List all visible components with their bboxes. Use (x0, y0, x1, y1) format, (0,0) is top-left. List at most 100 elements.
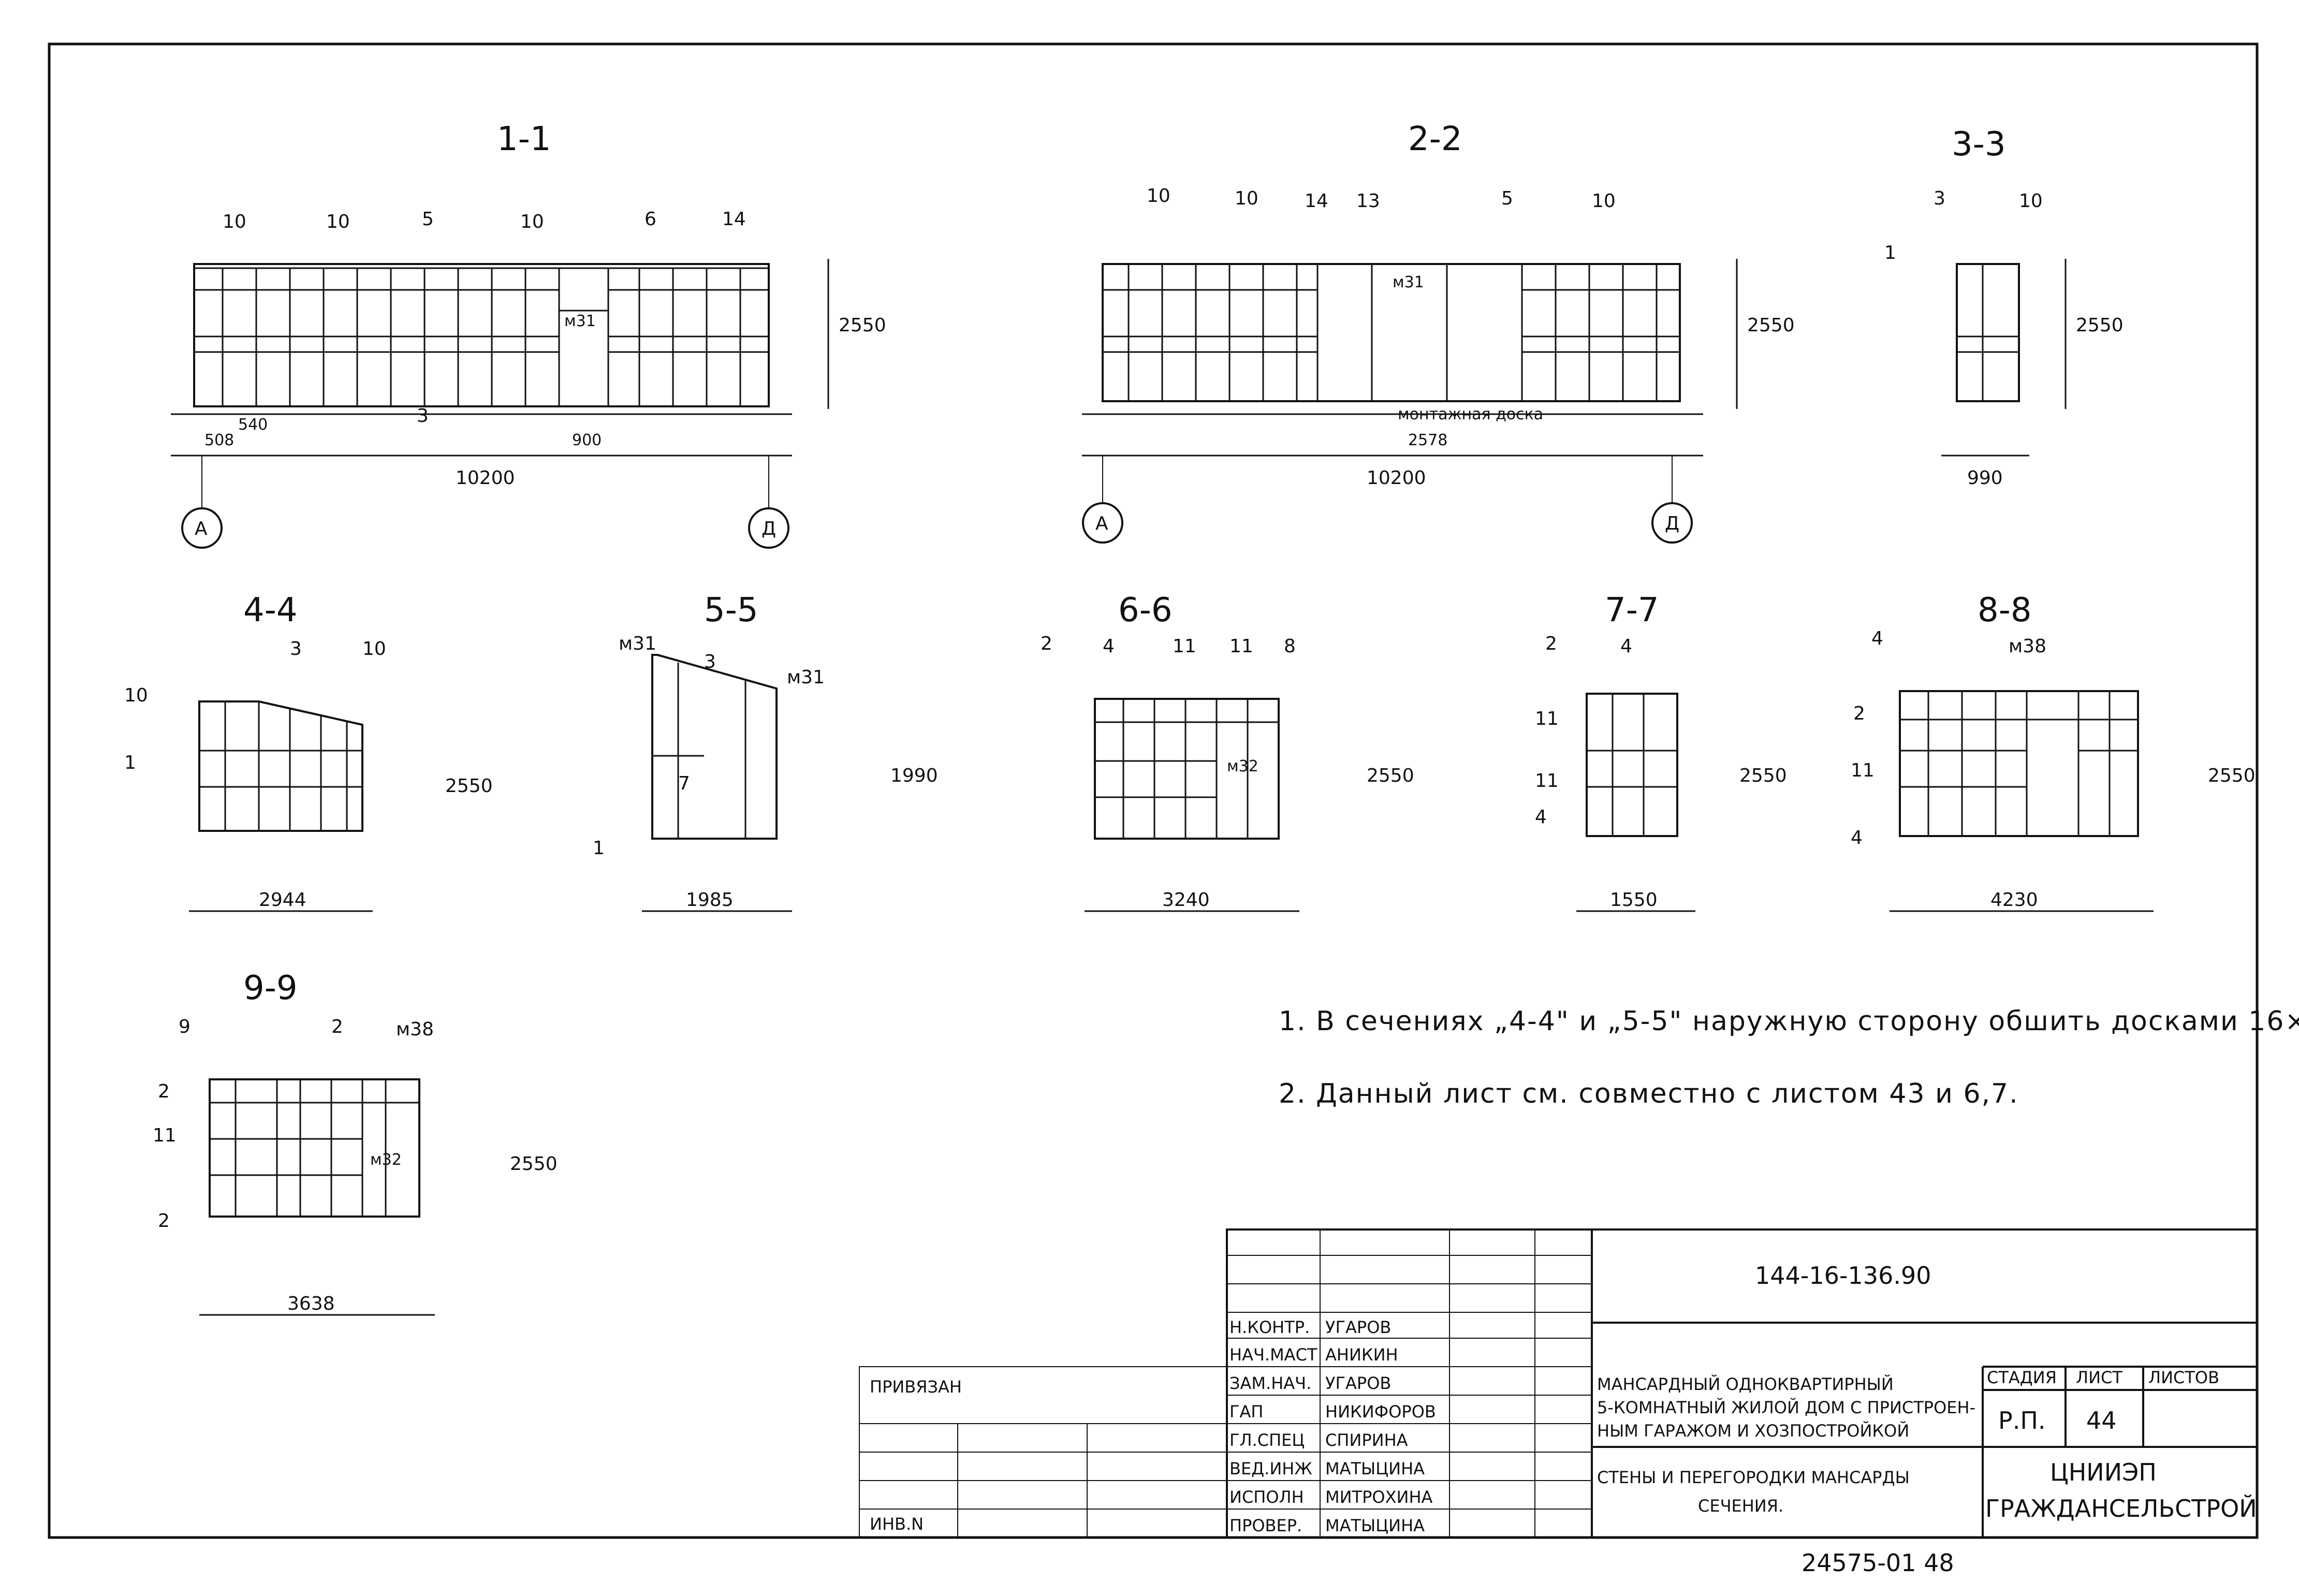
axis-label-a: А (195, 518, 208, 539)
dim: 2550 (445, 775, 493, 797)
note-1: 1. В сечениях „4-4" и „5-5" наружную сто… (1279, 1006, 2299, 1037)
mark: 3 (1934, 188, 1945, 209)
mark: 8 (1284, 636, 1296, 657)
dim: 2550 (1367, 765, 1414, 786)
mark: 4 (1535, 807, 1547, 828)
staff-role: ПРОВЕР. (1229, 1516, 1302, 1535)
mark: 2 (331, 1016, 343, 1037)
section-9-9: 9-9 3638 9 2 11 м38 2 2 м32 2550 (153, 969, 558, 1316)
mark: м31 (1393, 273, 1424, 291)
staff-name: МАТЫЦИНА (1325, 1516, 1425, 1535)
section-title: 1-1 (497, 120, 551, 158)
staff-role: НАЧ.МАСТ (1229, 1345, 1317, 1365)
sheet-value: 44 (2086, 1407, 2117, 1434)
mark: 10 (1592, 191, 1616, 212)
section-title: 9-9 (243, 969, 298, 1007)
note-2: 2. Данный лист см. совместно с листом 43… (1279, 1078, 2019, 1109)
mark: 2 (1041, 633, 1052, 654)
dim-total: 3240 (1162, 889, 1210, 911)
section-3-3: 3-3 990 3 10 1 2550 (1884, 125, 2124, 489)
staff-role: ВЕД.ИНЖ (1229, 1459, 1312, 1478)
mark: 3 (417, 405, 429, 427)
staff-name: МАТЫЦИНА (1325, 1459, 1425, 1478)
mark: м31 (619, 633, 656, 654)
section-8-8: 8-8 4230 4 м38 2 11 4 2550 (1851, 591, 2256, 912)
section-title: 4-4 (243, 591, 298, 629)
dim: 2550 (2208, 765, 2256, 786)
mark: м31 (787, 667, 825, 688)
mark: 6 (645, 209, 656, 230)
axis-label-d: Д (762, 518, 776, 539)
mark: 11 (1535, 708, 1559, 729)
mark: 14 (1305, 191, 1328, 212)
mark: 4 (1620, 636, 1632, 657)
staff-name: НИКИФОРОВ (1325, 1402, 1436, 1422)
sheet-title-line1: СТЕНЫ И ПЕРЕГОРОДКИ МАНСАРДЫ (1597, 1468, 1910, 1487)
mark: 2 (1545, 633, 1557, 654)
section-1-1: 1-1 10200 А Д 10 10 5 10 6 (171, 120, 886, 549)
project-name-line3: НЫМ ГАРАЖОМ И ХОЗПОСТРОЙКОЙ (1597, 1421, 1909, 1441)
mark: 13 (1356, 191, 1380, 212)
title-block (859, 1228, 2258, 1539)
sheet-title-line2: СЕЧЕНИЯ. (1698, 1496, 1783, 1516)
mark: 1 (593, 838, 605, 859)
staff-role: ЗАМ.НАЧ. (1229, 1373, 1311, 1393)
mark: 10 (1147, 185, 1170, 207)
mark: 5 (422, 209, 434, 230)
staff-name: УГАРОВ (1325, 1317, 1391, 1337)
mark: 10 (124, 685, 148, 706)
mark: 1 (124, 752, 136, 773)
dim: 540 (238, 416, 268, 434)
mark: м38 (396, 1019, 434, 1040)
title-block-text: 144-16-136.90 ПРИВЯЗАН ИНВ.N Н.КОНТР. УГ… (870, 1262, 2257, 1577)
dim: 2550 (2076, 315, 2124, 336)
dim: 2550 (1739, 765, 1787, 786)
dim-total: 1550 (1610, 889, 1658, 911)
section-4-4: 4-4 2944 3 10 10 1 2550 (124, 591, 493, 912)
dim: 900 (572, 431, 602, 449)
dim-total: 3638 (287, 1293, 335, 1314)
section-title: 3-3 (1952, 125, 2006, 164)
section-5-5: 5-5 1985 м31 3 м31 7 1 1990 (593, 591, 938, 912)
staff-role: ГАП (1229, 1402, 1263, 1422)
mark: 10 (1235, 188, 1258, 209)
section-6-6: 6-6 3240 2 4 11 11 8 м32 2550 (1041, 591, 1414, 912)
staff-role: ГЛ.СПЕЦ (1229, 1430, 1305, 1450)
staff-role: ИСПОЛН (1229, 1487, 1304, 1507)
staff-name: СПИРИНА (1325, 1430, 1408, 1450)
mark: 7 (678, 773, 690, 794)
staff-role: Н.КОНТР. (1229, 1317, 1310, 1337)
org-line1: ЦНИИЭП (2050, 1458, 2157, 1486)
privyazan-label: ПРИВЯЗАН (870, 1377, 962, 1397)
section-title: 2-2 (1408, 120, 1462, 158)
mark: 3 (290, 638, 302, 660)
dim: 1990 (890, 765, 938, 786)
mark: 11 (153, 1125, 177, 1146)
mark: 11 (1535, 770, 1559, 792)
dim-total: 4230 (1990, 889, 2038, 911)
section-title: 6-6 (1118, 591, 1173, 629)
section-title: 7-7 (1605, 591, 1659, 629)
mark: м32 (1227, 757, 1258, 775)
staff-name: МИТРОХИНА (1325, 1487, 1433, 1507)
dim: 2550 (510, 1153, 558, 1175)
mark: 4 (1871, 628, 1883, 649)
mark: м38 (2009, 636, 2046, 657)
mark: 11 (1229, 636, 1253, 657)
inv-label: ИНВ.N (870, 1514, 924, 1534)
org-line2: ГРАЖДАНСЕЛЬСТРОЙ (1985, 1495, 2257, 1522)
dim: 508 (204, 431, 234, 449)
mark: 10 (362, 638, 386, 660)
mark: 10 (520, 211, 544, 232)
footer-number: 24575-01 48 (1802, 1549, 1954, 1577)
mark: 10 (223, 211, 246, 232)
mark: 14 (722, 209, 746, 230)
dim-total: 10200 (1367, 467, 1426, 489)
axis-label-a: А (1095, 513, 1108, 534)
mark: 3 (704, 651, 716, 672)
mark: 9 (179, 1016, 191, 1037)
notes: 1. В сечениях „4-4" и „5-5" наружную сто… (1279, 1006, 2299, 1109)
dim: 2578 (1408, 431, 1447, 449)
mark: 1 (1884, 242, 1896, 263)
